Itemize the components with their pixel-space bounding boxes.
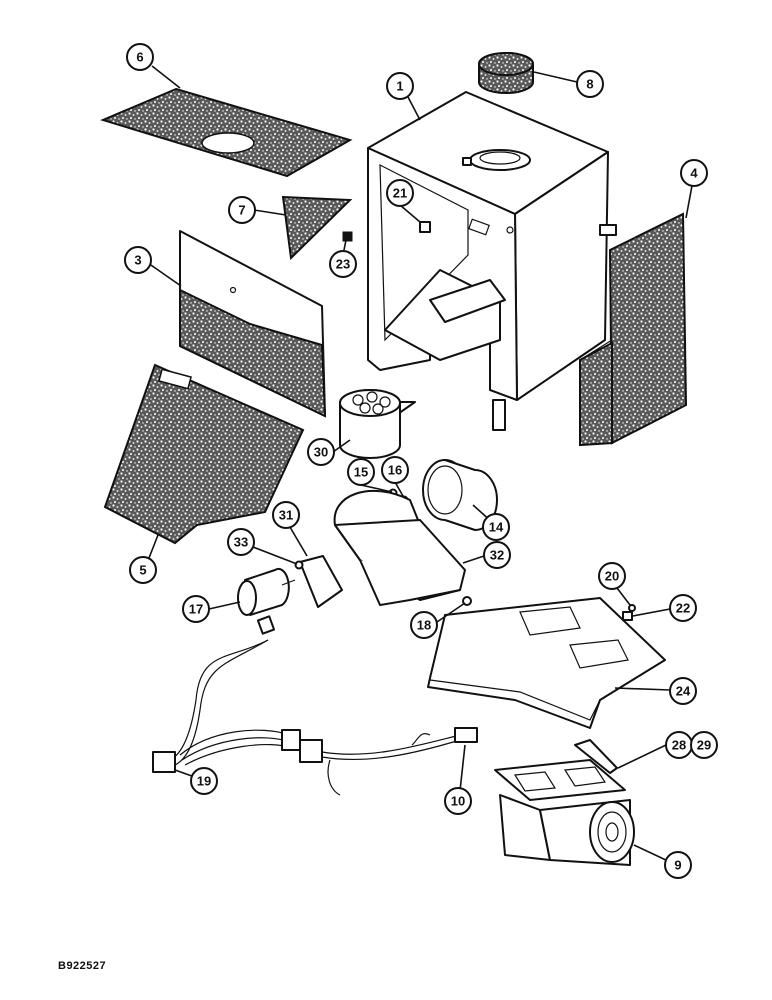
callout-8: 8	[576, 70, 604, 98]
callout-28: 28	[665, 731, 693, 759]
callout-23-label: 23	[336, 257, 350, 272]
housing-1	[367, 91, 617, 431]
callout-21-label: 21	[393, 186, 407, 201]
callout-9-label: 9	[674, 858, 681, 873]
callout-14: 14	[482, 513, 510, 541]
callout-29: 29	[690, 731, 718, 759]
callout-17-label: 17	[189, 602, 203, 617]
clip-22	[622, 611, 633, 621]
callout-8-label: 8	[586, 77, 593, 92]
motor-17	[237, 567, 296, 635]
callout-7-label: 7	[238, 203, 245, 218]
wiring-harness-19-10	[152, 639, 478, 796]
callout-16: 16	[381, 456, 409, 484]
gasket-31	[299, 555, 343, 608]
callout-1-label: 1	[396, 79, 403, 94]
clip-21	[419, 221, 431, 233]
callout-32-label: 32	[490, 548, 504, 563]
callout-18-label: 18	[417, 618, 431, 633]
nut-33	[294, 560, 304, 570]
drawing-number: B922527	[58, 960, 107, 972]
callout-22: 22	[669, 594, 697, 622]
callout-5-label: 5	[139, 563, 146, 578]
insulation-pad-4	[579, 212, 688, 447]
callout-20: 20	[598, 562, 626, 590]
callout-30: 30	[307, 438, 335, 466]
callout-33-label: 33	[234, 535, 248, 550]
callout-16-label: 16	[388, 463, 402, 478]
callout-15-label: 15	[354, 465, 368, 480]
callout-30-label: 30	[314, 445, 328, 460]
insulation-pad-6	[100, 87, 353, 178]
callout-6: 6	[126, 43, 154, 71]
callout-10: 10	[444, 787, 472, 815]
screw-20	[628, 604, 636, 612]
clip-23	[342, 231, 353, 242]
callout-1: 1	[386, 72, 414, 100]
callout-10-label: 10	[451, 794, 465, 809]
insulation-panel-3	[179, 230, 327, 418]
vent-30	[339, 389, 416, 459]
callout-24-label: 24	[676, 684, 691, 699]
callout-4: 4	[680, 159, 708, 187]
callout-32: 32	[483, 541, 511, 569]
callout-21: 21	[386, 179, 414, 207]
callout-14-label: 14	[489, 520, 504, 535]
callout-18: 18	[410, 611, 438, 639]
callout-6-label: 6	[136, 50, 143, 65]
callout-4-label: 4	[690, 166, 698, 181]
callout-31: 31	[272, 501, 300, 529]
callout-3-label: 3	[134, 253, 141, 268]
blower-housing-32	[333, 490, 466, 606]
callout-7: 7	[228, 196, 256, 224]
round-filter-8	[478, 52, 534, 94]
callout-15: 15	[347, 458, 375, 486]
blower-assembly-9	[494, 759, 635, 866]
callout-5: 5	[129, 556, 157, 584]
callout-31-label: 31	[279, 508, 293, 523]
floor-mat-5	[103, 363, 305, 545]
callout-29-label: 29	[697, 738, 711, 753]
callout-9: 9	[664, 851, 692, 879]
insulation-pad-7	[281, 195, 353, 261]
callout-22-label: 22	[676, 601, 690, 616]
callout-24: 24	[669, 677, 697, 705]
callout-17: 17	[182, 595, 210, 623]
rod-28-29	[574, 739, 618, 774]
tray-24	[427, 597, 666, 729]
callout-23: 23	[329, 250, 357, 278]
callout-19-label: 19	[197, 774, 211, 789]
callout-33: 33	[227, 528, 255, 556]
callout-20-label: 20	[605, 569, 619, 584]
callout-28-label: 28	[672, 738, 686, 753]
callout-19: 19	[190, 767, 218, 795]
duct-ring-14	[422, 459, 498, 531]
callout-3: 3	[124, 246, 152, 274]
